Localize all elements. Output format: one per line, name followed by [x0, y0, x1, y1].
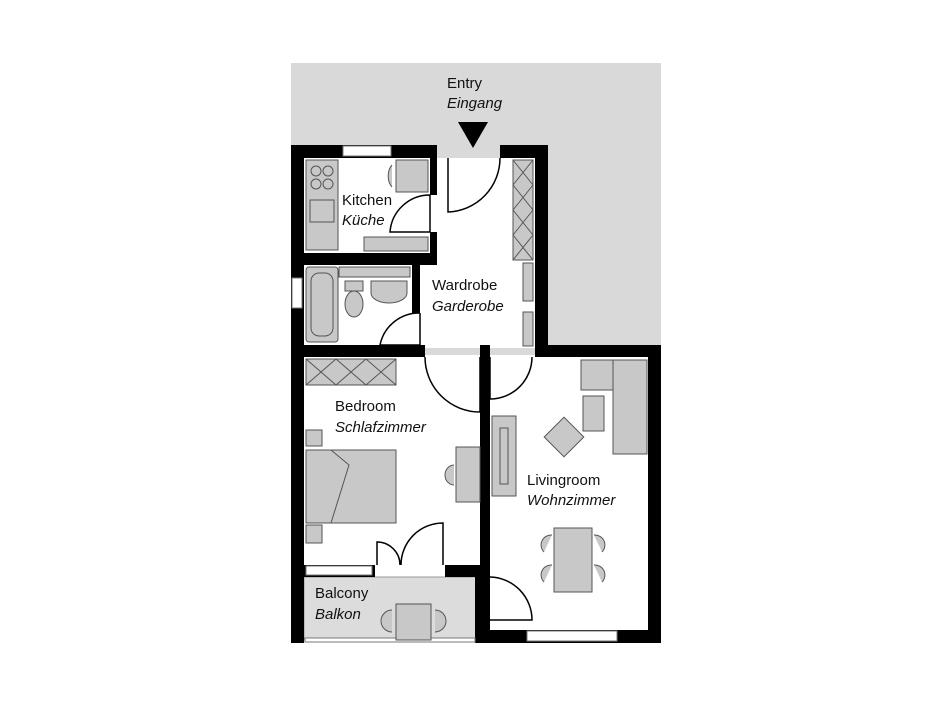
wardrobe-label: Wardrobe: [432, 277, 497, 294]
kitchen-label-de: Küche: [342, 212, 385, 229]
wardrobe-label-de: Garderobe: [432, 298, 504, 315]
doors[interactable]: [376, 157, 533, 621]
furniture: [305, 159, 648, 641]
kitchen-label: Kitchen: [342, 192, 392, 209]
balcony-label-de: Balkon: [315, 606, 361, 623]
livingroom-label: Livingroom: [527, 472, 600, 489]
bedroom-label-de: Schlafzimmer: [335, 419, 427, 436]
balcony-label: Balcony: [315, 585, 369, 602]
entry-arrow-icon: [458, 122, 488, 148]
windows: [291, 145, 618, 643]
entry-label-de: Eingang: [447, 95, 503, 112]
entry-label: Entry: [447, 75, 483, 92]
bedroom-label: Bedroom: [335, 398, 396, 415]
livingroom-label-de: Wohnzimmer: [527, 492, 616, 509]
